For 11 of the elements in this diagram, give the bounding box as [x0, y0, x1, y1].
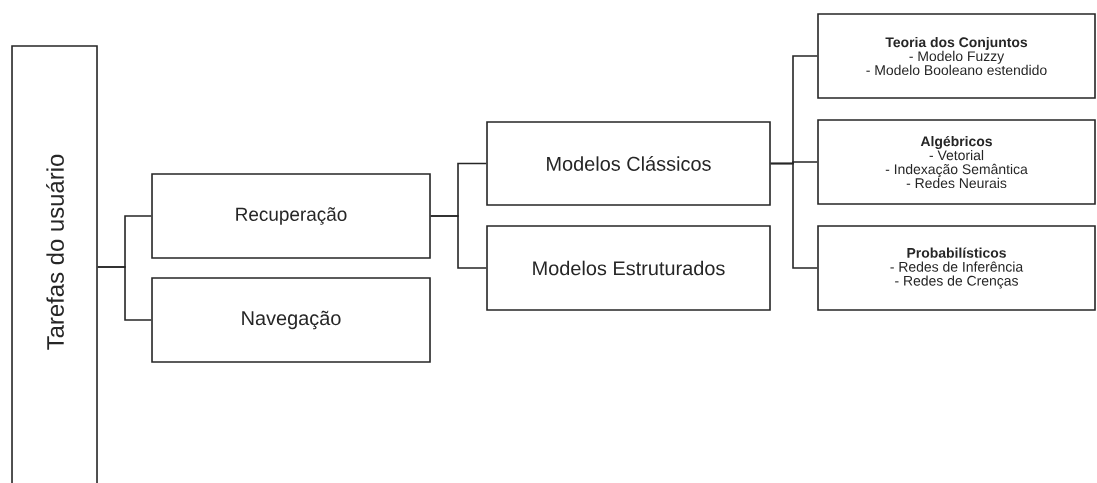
process-box: Navegação — [151, 277, 431, 363]
connector-line — [97, 266, 152, 321]
category-box: Tarefas do usuário — [11, 45, 98, 483]
model-box: Algébricos - Vetorial - Indexação Semântica - Redes Neurais — [817, 119, 1096, 205]
connector-line — [770, 162, 818, 269]
model-box: Teoria dos Conjuntos - Modelo Fuzzy - Modelo Booleano estendido — [817, 13, 1096, 99]
process-box: Modelos Clássicos — [486, 121, 771, 206]
connector-line — [430, 215, 487, 269]
model-box: Probabilísticos - Redes de Inferência - Redes de Crenças — [817, 225, 1096, 311]
process-box: Recuperação — [151, 173, 431, 259]
process-box: Modelos Estruturados — [486, 225, 771, 311]
